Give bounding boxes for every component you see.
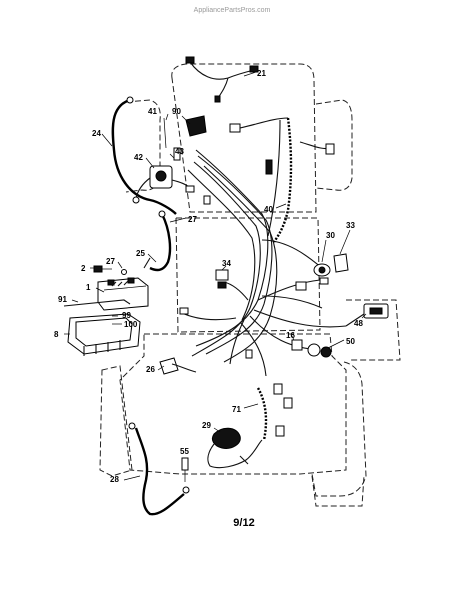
callout-25: 25 (136, 249, 145, 258)
callout-27-a: 27 (188, 215, 197, 224)
callout-28: 28 (110, 475, 119, 484)
callout-29: 29 (202, 421, 211, 430)
switch-48 (345, 303, 389, 327)
connector-group (179, 159, 329, 359)
callout-24: 24 (92, 129, 101, 138)
key-switch-90 (163, 115, 207, 149)
seat-switch-29 (207, 427, 263, 469)
callout-99: 99 (122, 311, 131, 320)
battery-1 (97, 277, 149, 311)
callout-43: 43 (175, 147, 184, 156)
coil-sheath-40 (273, 117, 293, 243)
callout-91: 91 (58, 295, 67, 304)
callout-27-b: 27 (106, 257, 115, 266)
callout-30: 30 (326, 231, 335, 240)
main-harness (179, 119, 347, 377)
ground-cable-27 (143, 210, 172, 272)
callout-labels: 21 41 90 24 43 42 27 40 33 25 27 2 34 30… (54, 69, 363, 484)
bolt-2 (93, 265, 127, 275)
connector-26 (159, 357, 197, 375)
connector-34 (215, 269, 229, 289)
callout-33: 33 (346, 221, 355, 230)
callout-leaders (64, 71, 367, 481)
tractor-outline (99, 63, 401, 507)
headlight-harness-21 (185, 56, 335, 155)
callout-21: 21 (257, 69, 266, 78)
ground-cable-28 (128, 422, 190, 516)
callout-42: 42 (134, 153, 143, 162)
callout-50: 50 (346, 337, 355, 346)
callout-2: 2 (81, 264, 86, 273)
callout-41: 41 (148, 107, 157, 116)
callout-16: 16 (286, 331, 295, 340)
fuse-55 (181, 457, 189, 482)
page-number: 9/12 (233, 517, 254, 529)
coil-sheath-71 (256, 387, 268, 441)
connector-16 (273, 339, 303, 437)
callout-90: 90 (172, 107, 181, 116)
callout-8: 8 (54, 330, 59, 339)
callout-1: 1 (86, 283, 91, 292)
callout-100: 100 (124, 320, 138, 329)
light-50 (307, 343, 332, 358)
callout-48: 48 (354, 319, 363, 328)
battery-cable-24 (111, 96, 177, 215)
ignition-switch-30 (313, 253, 349, 277)
callout-40: 40 (264, 205, 273, 214)
watermark: AppliancePartsPros.com (194, 7, 271, 14)
callout-26: 26 (146, 365, 155, 374)
callout-71: 71 (232, 405, 241, 414)
callout-55: 55 (180, 447, 189, 456)
callout-34: 34 (222, 259, 231, 268)
